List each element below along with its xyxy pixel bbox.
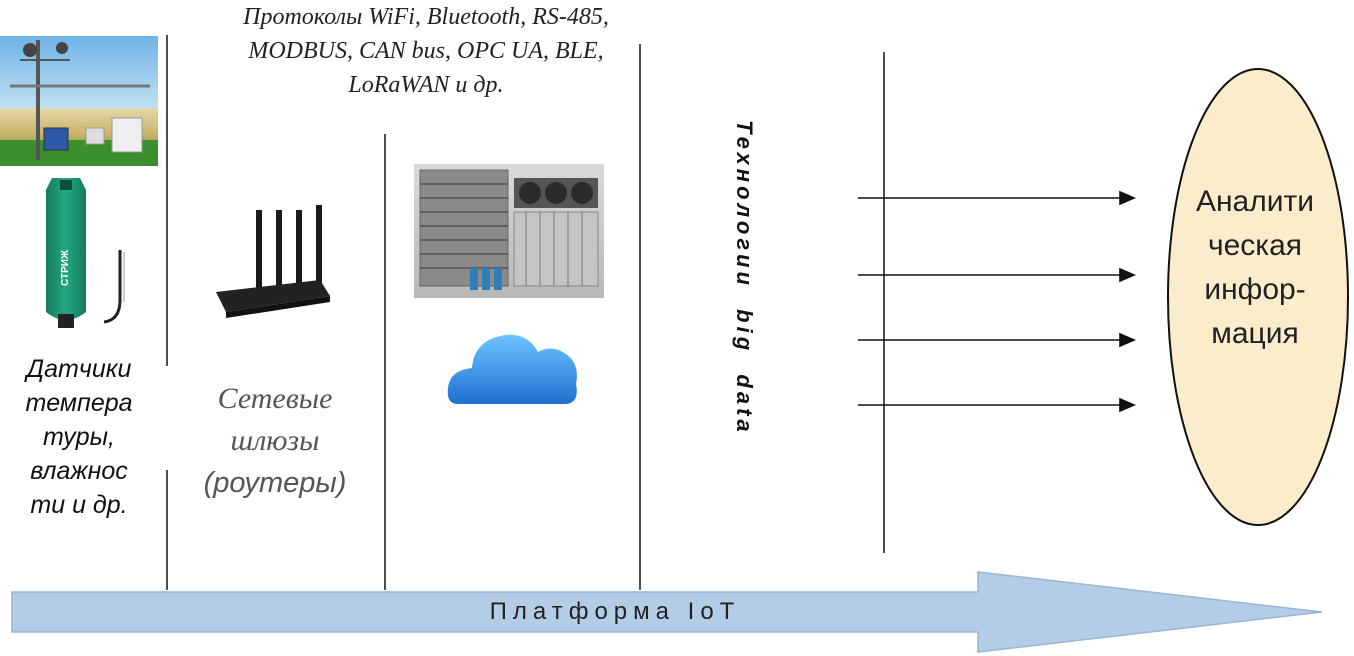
analytic-ellipse (1167, 68, 1349, 526)
sensors-label-line-4: влажнос (30, 457, 128, 485)
sensor-brand: СТРИЖ (60, 250, 71, 286)
analytic-label-line-1: Аналити (1195, 185, 1315, 218)
sensors-label-line-1: Датчики (26, 355, 132, 383)
flow-arrows (858, 190, 1137, 413)
gateways-label: Сетевые шлюзы (роутеры) (180, 378, 370, 504)
gateways-label-line-3: (роутеры) (203, 467, 347, 499)
router-icon (216, 205, 330, 318)
analytic-label-line-2: ческая (1207, 229, 1303, 262)
bigdata-label: Технологии big data (732, 120, 757, 510)
gateways-label-line-1: Сетевые (217, 382, 333, 415)
analytic-label: Аналити ческая инфор- мация (1170, 180, 1340, 356)
sensors-label-line-2: темпера (25, 389, 133, 417)
bigdata-label-text: Технологии big data (732, 120, 757, 436)
cloud-icon (447, 334, 577, 404)
weather-station-photo (0, 36, 158, 166)
protocols-line-3: LoRaWAN и др. (348, 72, 504, 98)
sensors-label-line-3: туры, (42, 423, 116, 451)
analytic-label-line-4: мация (1211, 317, 1299, 350)
temperature-sensor-icon (46, 178, 125, 328)
sensors-label-line-5: ти и др. (30, 491, 128, 519)
sensors-label: Датчики темпера туры, влажнос ти и др. (4, 352, 154, 522)
server-rack-icon (414, 164, 604, 298)
platform-arrow (11, 571, 1323, 653)
protocols-text: Протоколы WiFi, Bluetooth, RS-485, MODBU… (196, 0, 656, 102)
protocols-line-2: MODBUS, CAN bus, OPC UA, BLE, (248, 38, 604, 64)
platform-label: Платформа IoT (489, 598, 741, 625)
gateways-label-line-2: шлюзы (230, 424, 320, 457)
analytic-label-line-3: инфор- (1204, 273, 1306, 306)
protocols-line-1: Протоколы WiFi, Bluetooth, RS-485, (243, 4, 609, 30)
